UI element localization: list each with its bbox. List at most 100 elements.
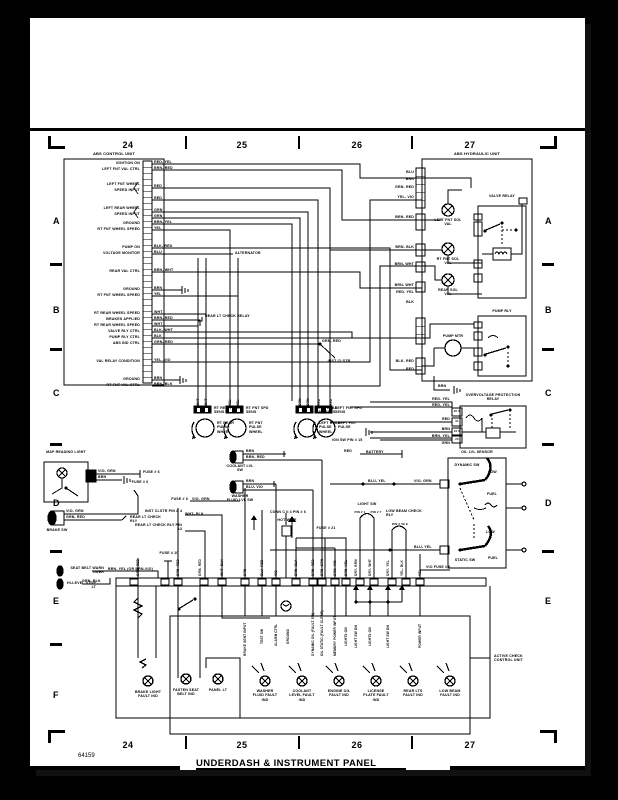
ovp-pin-31: 31 <box>455 419 459 423</box>
corner-mark-bottom-left <box>48 730 65 743</box>
ic-input-0: BRAKE SENT INPUT <box>243 622 247 656</box>
left-rear-spd-sens-label: LEFT REAR SPD SENS <box>316 406 338 415</box>
static-sw-label: STATIC SW <box>454 558 476 562</box>
row-letter-E-right: E <box>545 596 552 606</box>
pump-relay-label: PUMP RLY <box>492 309 512 313</box>
low-beam-check-rly-pin: PIN # 56 E <box>391 522 408 526</box>
bus-wire-label-2: GRN- RED <box>198 559 202 576</box>
row-divider-left-2 <box>50 348 62 351</box>
washer-wire-1: BRN <box>246 479 255 483</box>
row-letter-B: B <box>53 305 60 315</box>
corner-mark-top-left <box>48 136 65 149</box>
abs-pin-29-function: ABS IND CTRL <box>112 341 140 345</box>
abs-pin-25-wire: BRN- RED <box>154 316 173 320</box>
left-fnt-sol-val-label: LEFT FNT SOL VAL <box>434 218 462 227</box>
abs-pin-10-function: GROUND <box>123 221 140 225</box>
pump-motor-label: PUMP MTR <box>442 334 464 338</box>
abs-pin-26-wire: WHT <box>154 322 163 326</box>
bottom-column-number-25: 25 <box>236 740 248 750</box>
bus-wire-label-4: BRN <box>243 568 247 576</box>
hot-wire-label: HOT WIRE <box>277 518 297 522</box>
row-divider-right-3 <box>542 443 554 446</box>
abs-pin-24-wire: WHT <box>154 310 163 314</box>
oil-wire-blu-yel-1: BLU- YEL <box>368 479 386 483</box>
left-fnt-wire-2: RED <box>329 398 333 406</box>
abs-pin-1-function: IGNITION ON <box>115 161 140 165</box>
rear-sol-val-label: REAR SOL VAL <box>438 288 458 297</box>
indicator-label-4: REAR LTS FAULT IND <box>403 689 423 698</box>
ic-input-9: LIGHTS ON <box>368 627 372 646</box>
ovp-pin-20: 20 <box>455 437 459 441</box>
title-backing <box>180 756 450 770</box>
hyd-wire-brn-wht-1: BRN- WHT <box>394 262 414 266</box>
map-light-wire-2: BRN <box>98 475 107 479</box>
bus-wire-label-14: GRY- YEL <box>386 560 390 576</box>
rt-rear-wire-1: WHT <box>196 398 200 406</box>
bus-wire-label-16: YEL <box>418 569 422 576</box>
left-indicator-2: PANEL LT <box>208 688 228 692</box>
bottom-column-tick-3 <box>411 736 413 749</box>
column-tick-2 <box>298 136 300 149</box>
left-rear-pulse-wheel-label: LEFT REAR PULSE WHEEL <box>319 421 341 434</box>
light-sw-pin-7: PIN # 7 <box>370 510 382 514</box>
bus-wire-label-0: GRN- RED <box>136 559 140 576</box>
seat-belt-timer-label: SEAT BELT WARN TIMER <box>70 566 104 575</box>
left-rear-wire-2: GRN <box>306 398 310 406</box>
bus-wire-label-12: GRY- BRN <box>354 559 358 576</box>
corner-mark-top-right <box>540 136 557 149</box>
row-letter-D-right: D <box>545 498 552 508</box>
top-rule-gap <box>30 134 585 135</box>
rt-rear-wire-2: WHT <box>204 398 208 406</box>
brake-sw-label: BRAKE SW <box>46 528 68 532</box>
valve-relay-label: VALVE RELAY <box>489 194 515 198</box>
abs-pin-8-wire: GRN <box>154 208 163 212</box>
oil-mark-low-2: LOW <box>486 530 495 534</box>
row-divider-right-4 <box>542 550 554 553</box>
row-letter-C-right: C <box>545 388 552 398</box>
abs-pin-32-function: VAL RELAY CONDITION <box>96 359 140 363</box>
fuse10-label: FUSE # 10 <box>159 551 179 555</box>
oil-wire-blu-yel-2: BLU- YEL <box>414 545 432 549</box>
abs-hydraulic-unit-title: ABS HYDRAULIC UNIT <box>453 151 501 156</box>
rear-lt-check-rly-pin-label: REAR LT CHECK RLY PIN A3 <box>134 523 182 532</box>
bus-wire-label-10: GRN- VIO <box>333 560 337 576</box>
hyd-wire-blk-red: BLK- RED <box>395 359 414 363</box>
oil-mark-fuel-1: FUEL <box>487 492 497 496</box>
paper-sheet: 24 25 26 27 A B C D E F A B C D E <box>30 18 585 770</box>
rear-lt-check-relay-label: REAR LT CHECK RELAY <box>205 314 250 318</box>
bus-wire-label-1: BRN- RED <box>176 559 180 576</box>
row-divider-left-5 <box>50 643 62 646</box>
vio-fuse6-label: VIO FUSE # 6 <box>426 565 451 569</box>
rt-fnt-sol-val-label: RT FNT SOL VAL <box>436 257 460 266</box>
brake-sw-fuse: FUSE # 6 <box>131 480 149 484</box>
bottom-column-number-27: 27 <box>464 740 476 750</box>
rt-fnt-spd-sens-label: RT FNT SPD SENS <box>246 406 269 415</box>
ic-input-7: LIGHTS ON <box>344 627 348 646</box>
abs-pin-29-wire: GRN- RED <box>154 340 173 344</box>
ic-input-1: TEST SW <box>260 628 264 644</box>
abs-pin-8-function: LEFT REAR WHEEL <box>103 206 140 210</box>
washer-fluid-lvl-sw-label: WASHER FLUID LVL SW <box>226 494 254 503</box>
left-fnt-pulse-wheel-label: LEFT FNT PULSE <box>338 421 357 430</box>
row-divider-right-2 <box>542 348 554 351</box>
hyd-wire-grn-red: GRN- RED <box>395 185 414 189</box>
ic-input-3: GROUND <box>286 628 290 644</box>
brake-sw-to-relay: REAR LT CHECK RLY <box>130 515 162 524</box>
abs-pin-1-wire: RED- YEL <box>154 160 172 164</box>
dynamic-sw-label: DYNAMIC SW <box>454 463 480 467</box>
bus-wire-label-11: BRN- YEL <box>344 559 348 576</box>
ovp-pin-30a-1: 30 A <box>453 409 461 413</box>
abs-pin-34-wire: BRN <box>154 376 163 380</box>
abs-pin-9-wire: GRN <box>154 214 163 218</box>
ic-input-8: LIGHT SW ON <box>354 625 358 648</box>
conn-c-label: CONN C II 4 PIN # 6 <box>270 510 307 514</box>
column-tick-3 <box>411 136 413 149</box>
abs-pin-5-function: SPEED INPUT <box>114 188 140 192</box>
abs-pin-14-function: PUMP ON <box>122 245 140 249</box>
bottom-column-number-26: 26 <box>351 740 363 750</box>
abs-pin-27-function: VALVE RLY CTRL <box>108 329 140 333</box>
abs-pin-2-function: LEFT FNT VAL CTRL <box>102 167 140 171</box>
bus-wire-label-9: BRN- GRN <box>320 558 324 576</box>
ovp-wire-5: BRN- YEL <box>431 434 450 438</box>
abs-pin-15-function: VOLTAGE MONITOR <box>103 251 140 255</box>
